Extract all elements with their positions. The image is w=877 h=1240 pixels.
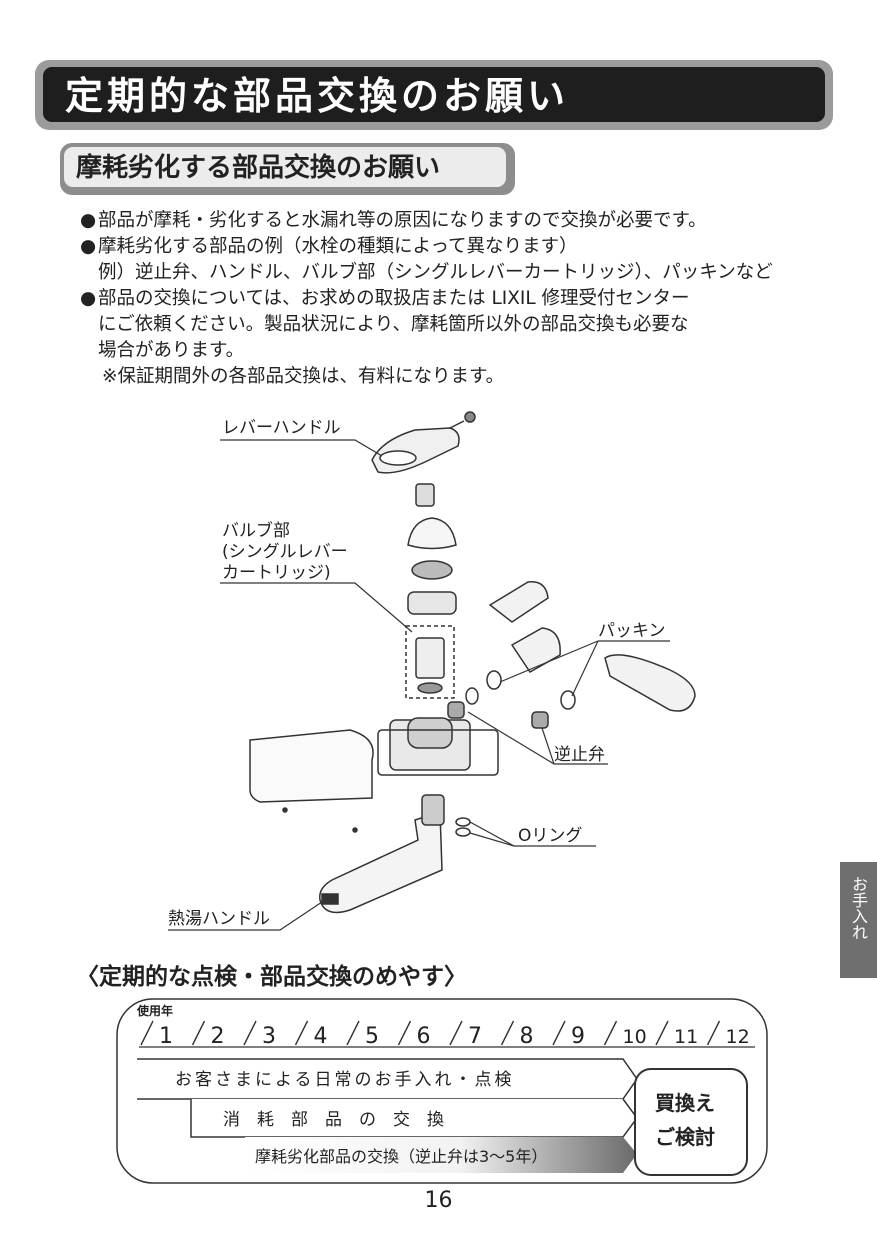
leader-line	[469, 832, 515, 847]
section-heading-inner: 摩耗劣化する部品交換のお願い	[64, 147, 506, 187]
label-o-ring: Oリング	[518, 826, 582, 846]
year-label: 5	[365, 1024, 379, 1049]
body-cover-icon	[249, 729, 374, 803]
year-label: 3	[262, 1024, 276, 1049]
bullet-example: 例）逆止弁、ハンドル、バルブ部（シングルレバーカートリッジ）、パッキンなど	[98, 262, 773, 283]
spout-icon	[319, 810, 443, 914]
section-title: 摩耗劣化する部品交換のお願い	[76, 153, 441, 183]
year-label: 2	[211, 1024, 225, 1049]
spout-stem-icon	[421, 794, 445, 826]
year-slash	[397, 1020, 412, 1046]
year-label: 8	[520, 1024, 534, 1049]
year-slash	[191, 1020, 206, 1046]
label-valve-part: バルブ部	[222, 520, 290, 541]
elbow-fitting-icon	[510, 627, 561, 673]
timeline-bar-label: お客さまによる日常のお手入れ・点検	[175, 1070, 515, 1090]
year-slash	[655, 1020, 669, 1046]
year-slash	[449, 1020, 463, 1046]
leader-line	[469, 821, 515, 847]
year-slash	[500, 1020, 515, 1046]
lever-handle-icon	[371, 427, 460, 474]
cap-dome-icon	[407, 517, 457, 550]
side-tab: お手入れ	[840, 862, 877, 978]
bullet-item: ●部品の交換については、お求めの取扱店または LIXIL 修理受付センター	[80, 286, 840, 312]
year-slash	[140, 1020, 154, 1046]
year-label: 7	[468, 1024, 482, 1049]
spacer-icon	[411, 560, 453, 580]
o-ring-icon	[455, 817, 471, 827]
replacement-box	[634, 1068, 748, 1176]
leader-line	[220, 439, 383, 457]
warranty-note: ※保証期間外の各部品交換は、有料になります。	[102, 366, 505, 387]
page-title: 定期的な部品交換のお願い	[65, 74, 570, 118]
year-slash	[243, 1020, 257, 1046]
side-tab-label: お手入れ	[849, 876, 868, 940]
bullet-continuation: 場合があります。	[98, 340, 245, 361]
check-valve-icon	[447, 701, 465, 719]
leader-line	[571, 640, 599, 697]
packing-ring-icon	[560, 690, 576, 710]
elbow-fitting-icon	[488, 581, 549, 623]
leader-line	[220, 582, 413, 633]
timeline-bar-label: 摩耗劣化部品の交換（逆止弁は3〜5年）	[255, 1147, 547, 1166]
cartridge-icon	[415, 637, 445, 679]
label-packing: パッキン	[598, 621, 666, 641]
adapter-icon	[415, 483, 435, 507]
header-banner: 定期的な部品交換のお願い	[35, 60, 833, 130]
check-valve-icon	[531, 711, 549, 729]
year-label: 10	[623, 1026, 647, 1048]
bullet-dot-icon: ●	[80, 210, 97, 231]
o-ring-icon	[455, 827, 471, 837]
guide-title: 〈定期的な点検・部品交換のめやす〉	[76, 964, 467, 990]
year-label: 9	[571, 1024, 585, 1049]
bullet-item: ●部品が摩耗・劣化すると水漏れ等の原因になりますので交換が必要です。	[80, 208, 840, 234]
years-label: 使用年	[136, 1003, 173, 1018]
leader-line	[168, 901, 323, 931]
year-slash	[706, 1020, 721, 1046]
replacement-label: ご検討	[655, 1125, 715, 1149]
bullet-dot-icon: ●	[80, 236, 97, 257]
year-label: 6	[417, 1024, 431, 1049]
timeline-bar-worn-parts	[245, 1137, 637, 1173]
cartridge-dashed-box	[405, 625, 455, 699]
label-check-valve: 逆止弁	[554, 745, 605, 765]
year-slash	[603, 1020, 618, 1046]
header-banner-inner: 定期的な部品交換のお願い	[43, 67, 825, 122]
leader-line	[499, 640, 599, 683]
timeline-bar-label: 消 耗 部 品 の 交 換	[223, 1110, 444, 1130]
label-hot-handle: 熱湯ハンドル	[168, 909, 270, 929]
year-label: 1	[159, 1024, 173, 1049]
screw-icon	[464, 411, 476, 423]
faucet-exploded-diagram: レバーハンドル バルブ部 (シングルレバー カートリッジ) パッキン 逆止弁 O…	[168, 411, 696, 931]
year-slash	[552, 1020, 566, 1046]
label-valve-part: カートリッジ)	[222, 563, 331, 583]
bullet-continuation: にご依頼ください。製品状況により、摩耗箇所以外の部品交換も必要な	[98, 314, 689, 335]
year-label: 11	[674, 1026, 698, 1048]
year-label: 4	[314, 1024, 328, 1049]
retainer-ring-icon	[465, 687, 479, 705]
mounting-plate-icon	[377, 729, 499, 776]
label-lever-handle: レバーハンドル	[222, 418, 341, 438]
hot-handle-icon	[321, 893, 339, 905]
lever-handle-slot-icon	[379, 450, 417, 466]
bullet-list: ●部品が摩耗・劣化すると水漏れ等の原因になりますので交換が必要です。 ●摩耗劣化…	[80, 208, 840, 390]
year-slash	[294, 1020, 309, 1046]
nut-icon	[407, 591, 457, 615]
leader-line	[467, 711, 555, 765]
label-valve-part: (シングルレバー	[222, 542, 348, 562]
bullet-item: ●摩耗劣化する部品の例（水栓の種類によって異なります）	[80, 234, 840, 260]
replacement-label: 買換え	[655, 1091, 715, 1115]
page-number: 16	[424, 1188, 453, 1213]
year-slash	[346, 1020, 360, 1046]
packing-ring-icon	[486, 670, 502, 690]
section-heading-box: 摩耗劣化する部品交換のお願い	[60, 143, 515, 195]
elbow-fitting-icon	[604, 654, 696, 712]
leader-line	[541, 727, 555, 765]
year-label: 12	[726, 1026, 750, 1048]
bullet-dot-icon: ●	[80, 288, 97, 309]
